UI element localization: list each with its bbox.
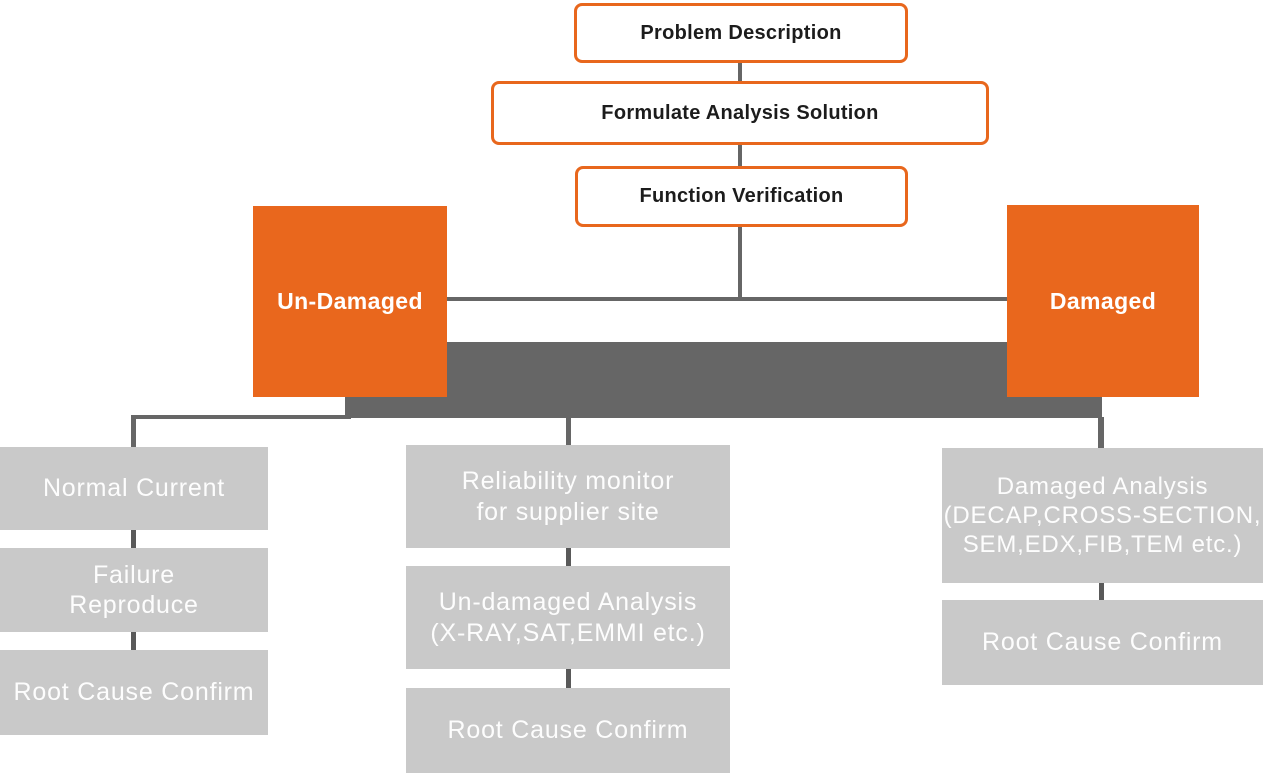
rail-left-line	[131, 415, 351, 419]
node-failure-reproduce: Failure Reproduce	[0, 548, 268, 632]
drop-right-column	[1098, 417, 1104, 448]
connector-step1-step2	[738, 63, 742, 82]
connector-middle-1	[566, 548, 571, 566]
node-root-cause-confirm-left: Root Cause Confirm	[0, 650, 268, 735]
connector-step3-branch	[738, 227, 742, 298]
connector-middle-2	[566, 669, 571, 688]
node-un-damaged: Un-Damaged	[253, 206, 447, 397]
node-reliability-monitor: Reliability monitor for supplier site	[406, 445, 730, 548]
branch-horizontal-line	[447, 297, 1007, 301]
node-root-cause-confirm-right: Root Cause Confirm	[942, 600, 1263, 685]
drop-left-column	[131, 417, 136, 447]
node-problem-description: Problem Description	[574, 3, 908, 63]
node-root-cause-confirm-middle: Root Cause Confirm	[406, 688, 730, 773]
node-normal-current: Normal Current	[0, 447, 268, 530]
connector-left-1	[131, 530, 136, 548]
branch-collector-bar	[345, 342, 1102, 418]
node-function-verification: Function Verification	[575, 166, 908, 227]
node-formulate-analysis-solution: Formulate Analysis Solution	[491, 81, 989, 145]
connector-step2-step3	[738, 145, 742, 167]
connector-right-1	[1099, 583, 1104, 600]
node-un-damaged-analysis: Un-damaged Analysis (X-RAY,SAT,EMMI etc.…	[406, 566, 730, 669]
node-damaged: Damaged	[1007, 205, 1199, 397]
node-damaged-analysis: Damaged Analysis (DECAP,CROSS-SECTION, S…	[942, 448, 1263, 583]
drop-middle-column	[566, 417, 571, 446]
connector-left-2	[131, 632, 136, 650]
